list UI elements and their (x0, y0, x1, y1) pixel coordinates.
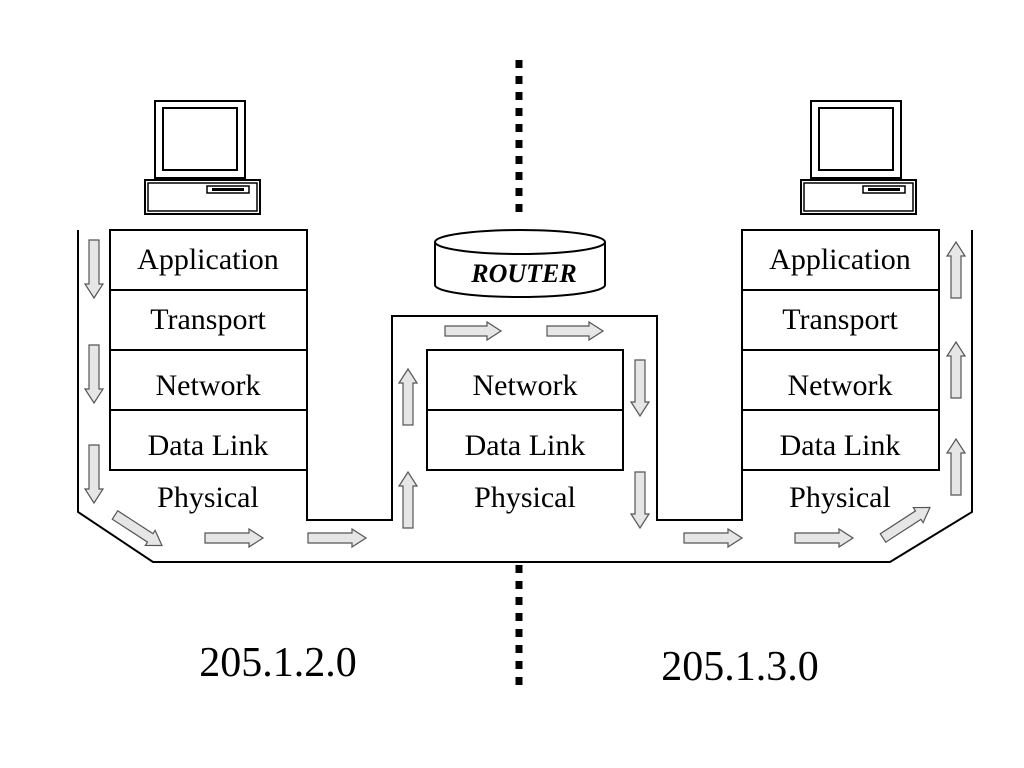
router-layer-data-link: Data Link (465, 429, 586, 462)
flow-arrow-icon (307, 527, 368, 549)
router-icon (434, 229, 606, 298)
right-layer-application: Application (769, 243, 911, 276)
right-layer-network: Network (788, 369, 893, 402)
router-path-outline (306, 315, 743, 521)
flow-arrow-icon (111, 509, 163, 547)
flow-arrow-icon (945, 437, 967, 496)
router-label: ROUTER (470, 259, 576, 288)
computer-icon-right (800, 100, 917, 215)
flow-arrow-icon (397, 470, 419, 529)
left-layer-network: Network (156, 369, 261, 402)
flow-arrows (83, 239, 967, 549)
network-address-right: 205.1.3.0 (661, 644, 819, 690)
flow-arrow-icon (83, 444, 105, 505)
flow-arrow-icon (794, 527, 855, 549)
right-layer-physical: Physical (789, 481, 891, 514)
flow-arrow-icon (629, 471, 651, 530)
flow-arrow-icon (546, 320, 605, 342)
flow-arrow-icon (629, 359, 651, 418)
left-layer-physical: Physical (157, 481, 259, 514)
router-layer-physical: Physical (474, 481, 576, 514)
flow-arrow-icon (83, 344, 105, 405)
flow-arrow-icon (397, 367, 419, 426)
left-layer-transport: Transport (150, 303, 266, 336)
flow-arrow-icon (945, 240, 967, 299)
flow-arrow-icon (879, 506, 931, 544)
right-protocol-stack (741, 229, 940, 471)
flow-arrow-icon (83, 239, 105, 300)
flow-arrow-icon (945, 340, 967, 399)
router-protocol-stack (426, 349, 624, 471)
router-layer-network: Network (473, 369, 578, 402)
flow-arrow-icon (683, 527, 744, 549)
right-layer-transport: Transport (782, 303, 898, 336)
flow-arrow-icon (204, 527, 265, 549)
data-path-outline (77, 230, 973, 563)
network-address-left: 205.1.2.0 (199, 640, 357, 686)
flow-arrow-icon (444, 320, 503, 342)
left-protocol-stack (109, 229, 308, 471)
left-layer-data-link: Data Link (148, 429, 269, 462)
computer-icon-left (144, 100, 261, 215)
right-layer-data-link: Data Link (780, 429, 901, 462)
left-layer-application: Application (137, 243, 279, 276)
